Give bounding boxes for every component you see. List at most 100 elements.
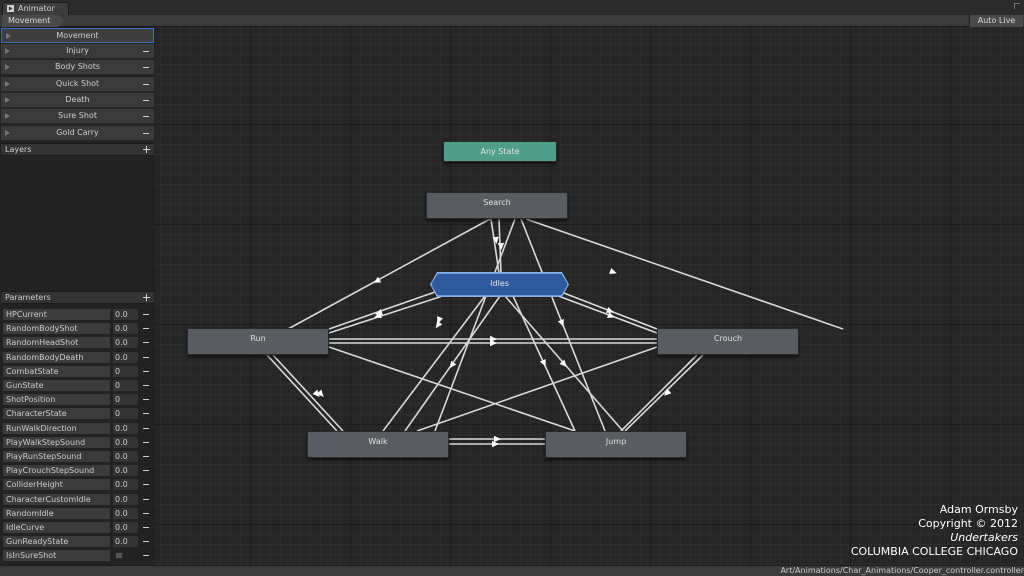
remove-layer-icon[interactable] [143,84,149,85]
remove-parameter-icon[interactable] [143,370,149,372]
remove-layer-icon[interactable] [143,67,149,68]
remove-parameter-icon[interactable] [143,512,149,514]
state-jump[interactable]: Jump [545,431,687,458]
breadcrumb-layer[interactable]: Movement [2,15,64,27]
transition-line[interactable] [624,354,704,432]
parameter-name[interactable]: RandomHeadShot [3,337,110,349]
remove-parameter-icon[interactable] [143,399,149,401]
state-machine-canvas[interactable]: Any State Search Idles Run Crouch Walk J… [155,27,1024,565]
state-idles[interactable]: Idles [431,273,568,296]
remove-parameter-icon[interactable] [143,555,149,557]
transition-line[interactable] [525,218,844,330]
transition-line[interactable] [287,218,491,330]
transition-line[interactable] [328,346,576,432]
layer-row-gold-carry[interactable]: Gold Carry [1,126,154,141]
expand-triangle-icon[interactable] [5,130,10,136]
parameter-name[interactable]: ShotPosition [3,394,110,406]
remove-parameter-icon[interactable] [143,441,149,443]
parameter-value-field[interactable]: 0 [113,408,138,420]
transition-line[interactable] [272,354,344,432]
layer-row-sure-shot[interactable]: Sure Shot [1,109,154,124]
transition-line[interactable] [544,290,658,334]
parameter-value-field[interactable]: 0.0 [113,351,138,363]
remove-parameter-icon[interactable] [143,328,149,330]
parameter-value-field[interactable]: 0.0 [113,493,138,505]
parameter-checkbox[interactable] [115,552,123,560]
parameter-name[interactable]: IdleCurve [3,522,110,533]
remove-parameter-icon[interactable] [143,456,149,457]
parameter-name[interactable]: IsInSureShot [3,550,110,562]
remove-parameter-icon[interactable] [143,413,149,415]
parameter-value-field[interactable]: 0.0 [113,309,138,320]
parameter-name[interactable]: RandomBodyShot [3,323,110,335]
transition-line[interactable] [328,284,456,330]
window-menu-icon[interactable] [1014,3,1020,9]
remove-layer-icon[interactable] [143,133,149,134]
transition-line[interactable] [266,354,338,432]
remove-parameter-icon[interactable] [143,470,149,472]
parameter-name[interactable]: ColliderHeight [3,479,110,491]
parameter-value-field[interactable]: 0.0 [113,337,138,349]
parameter-name[interactable]: CharacterCustomIdle [3,493,110,505]
remove-parameter-icon[interactable] [143,484,149,486]
parameter-name[interactable]: PlayWalkStepSound [3,436,110,448]
add-layer-icon[interactable] [143,146,150,153]
transition-line[interactable] [416,346,658,432]
parameter-name[interactable]: CharacterState [3,408,110,420]
expand-triangle-icon[interactable] [5,97,10,103]
layer-row-body-shots[interactable]: Body Shots [1,60,154,75]
parameter-value-field[interactable]: 0.0 [113,479,138,491]
parameter-name[interactable]: RunWalkDirection [3,422,110,434]
parameter-value-field[interactable]: 0.0 [113,451,138,462]
auto-live-link-button[interactable]: Auto Live Link [969,15,1023,37]
remove-parameter-icon[interactable] [143,427,149,429]
parameter-value-field[interactable]: 0 [113,380,138,391]
remove-parameter-icon[interactable] [143,541,149,543]
state-any-state[interactable]: Any State [443,141,557,162]
layer-row-movement[interactable]: Movement [1,28,154,43]
remove-parameter-icon[interactable] [143,314,149,315]
parameter-value-field[interactable]: 0.0 [113,522,138,533]
remove-layer-icon[interactable] [143,51,149,52]
layer-row-injury[interactable]: Injury [1,44,154,59]
remove-parameter-icon[interactable] [143,342,149,344]
add-parameter-icon[interactable] [143,294,150,301]
expand-triangle-icon[interactable] [5,48,10,54]
parameter-name[interactable]: PlayRunStepSound [3,451,110,462]
remove-layer-icon[interactable] [143,100,149,101]
remove-layer-icon[interactable] [143,116,149,117]
parameter-value-field[interactable]: 0.0 [113,323,138,335]
remove-parameter-icon[interactable] [143,356,149,358]
animator-window-tab[interactable]: Animator [2,2,69,15]
parameter-row[interactable]: IsInSureShot [3,550,153,562]
expand-triangle-icon[interactable] [5,81,10,87]
transition-line[interactable] [434,218,516,432]
expand-triangle-icon[interactable] [5,64,10,70]
transition-line[interactable] [490,218,500,274]
parameter-value-field[interactable]: 0.0 [113,422,138,434]
parameter-name[interactable]: RandomBodyDeath [3,351,110,363]
state-search[interactable]: Search [426,192,568,219]
parameter-value-field[interactable]: 0.0 [113,465,138,477]
parameter-name[interactable]: HPCurrent [3,309,110,320]
state-run[interactable]: Run [187,328,329,355]
parameter-value-field[interactable]: 0.0 [113,536,138,548]
parameter-name[interactable]: PlayCrouchStepSound [3,465,110,477]
remove-parameter-icon[interactable] [143,527,149,528]
state-walk[interactable]: Walk [307,431,449,458]
state-crouch[interactable]: Crouch [657,328,799,355]
parameter-value-field[interactable]: 0.0 [113,507,138,519]
expand-triangle-icon[interactable] [6,33,11,39]
